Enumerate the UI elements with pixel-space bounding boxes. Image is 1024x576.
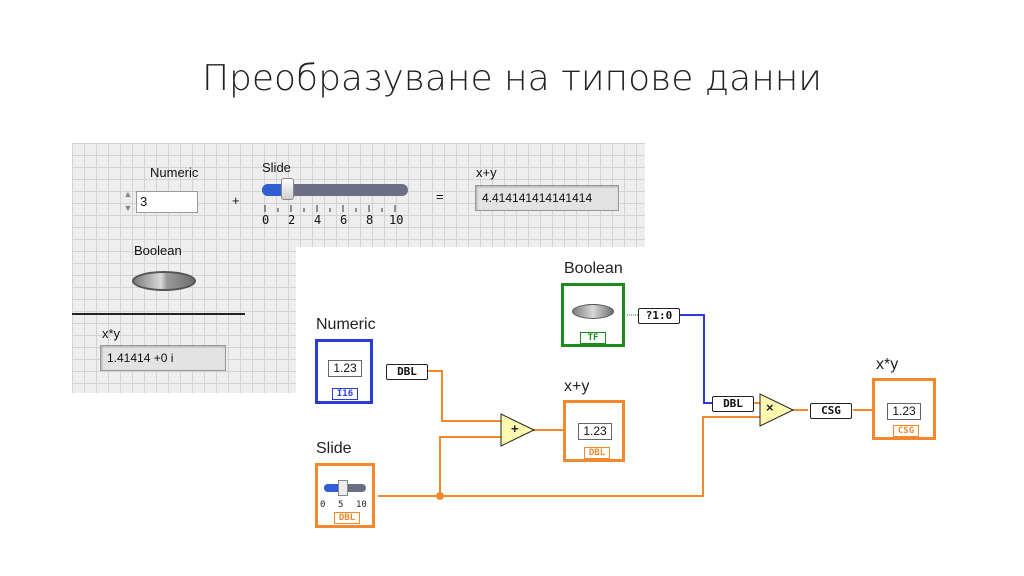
bd-boolean-terminal[interactable]: TF	[561, 283, 625, 347]
wire-slide-to-add	[439, 436, 501, 496]
plus-sign: +	[232, 193, 240, 208]
bd-slide-type-tag: DBL	[334, 512, 360, 524]
wire-numeric-to-add	[428, 370, 501, 422]
bd-sum-display: 1.23	[578, 423, 612, 440]
slide-tick-4: 4	[314, 213, 322, 227]
bd-boolean-label: Boolean	[564, 260, 623, 277]
bd-slide-thumb	[338, 480, 348, 496]
bd-prod-type-tag: CSG	[893, 425, 919, 437]
slide-fill	[262, 184, 286, 196]
numeric-spinner-icon[interactable]: ▲▼	[123, 189, 133, 213]
slide-label: Slide	[262, 160, 291, 175]
slide-tick-6: 6	[340, 213, 348, 227]
slide-thumb[interactable]	[281, 178, 294, 200]
panel-divider	[72, 313, 245, 315]
sum-indicator: 4.414141414141414	[475, 185, 619, 211]
slide-title: Преобразуване на типове данни	[201, 58, 823, 99]
bd-slide-tick-5: 5	[338, 500, 344, 510]
numeric-control[interactable]: 3	[136, 191, 198, 213]
bd-slide-label: Slide	[316, 440, 352, 457]
bd-sum-label: x+y	[564, 378, 590, 395]
product-indicator-label: x*y	[102, 326, 121, 341]
bd-slide-tick-0: 0	[320, 500, 326, 510]
wire-junction	[436, 492, 444, 500]
multiply-node	[759, 393, 795, 427]
bd-conv-dbl-2[interactable]: DBL	[712, 396, 754, 412]
sum-indicator-label: x+y	[476, 165, 497, 180]
product-indicator: 1.41414 +0 i	[100, 345, 226, 371]
bd-conv-csg[interactable]: CSG	[810, 403, 852, 419]
wire-slide-to-mul	[378, 416, 760, 497]
wire-bool-to-conv	[680, 314, 712, 404]
bd-sum-terminal[interactable]: 1.23 DBL	[563, 400, 625, 462]
bd-numeric-type-tag: I16	[332, 388, 358, 400]
slide-track[interactable]	[262, 184, 408, 196]
bd-sum-type-tag: DBL	[584, 447, 610, 459]
slide-tick-10: 10	[389, 213, 404, 227]
slide-tick-2: 2	[288, 213, 296, 227]
bd-prod-display: 1.23	[887, 403, 921, 420]
slide-tick-8: 8	[366, 213, 374, 227]
bd-prod-terminal[interactable]: 1.23 CSG	[872, 378, 936, 440]
bd-numeric-display: 1.23	[328, 360, 362, 377]
multiply-symbol: ×	[766, 400, 774, 415]
add-node	[500, 413, 536, 447]
bd-numeric-terminal[interactable]: 1.23 I16	[315, 339, 373, 404]
boolean-label: Boolean	[134, 243, 182, 258]
slide-tick-marks	[264, 205, 396, 212]
bd-numeric-label: Numeric	[316, 316, 376, 333]
boolean-control[interactable]	[132, 271, 196, 291]
bd-boolean-led	[572, 304, 614, 319]
bd-boolean-type-tag: TF	[580, 332, 606, 344]
equals-sign: =	[436, 189, 444, 204]
add-symbol: +	[511, 421, 519, 436]
bd-prod-label: x*y	[876, 356, 899, 373]
bd-slide-terminal[interactable]: 0 5 10 DBL	[315, 463, 375, 528]
bd-conv-dbl-1[interactable]: DBL	[386, 364, 428, 380]
bd-conv-bool[interactable]: ?1:0	[638, 308, 680, 324]
numeric-label: Numeric	[150, 165, 199, 180]
bd-slide-fill	[324, 484, 342, 492]
bd-slide-tick-10: 10	[356, 500, 367, 510]
slide-tick-0: 0	[262, 213, 270, 227]
